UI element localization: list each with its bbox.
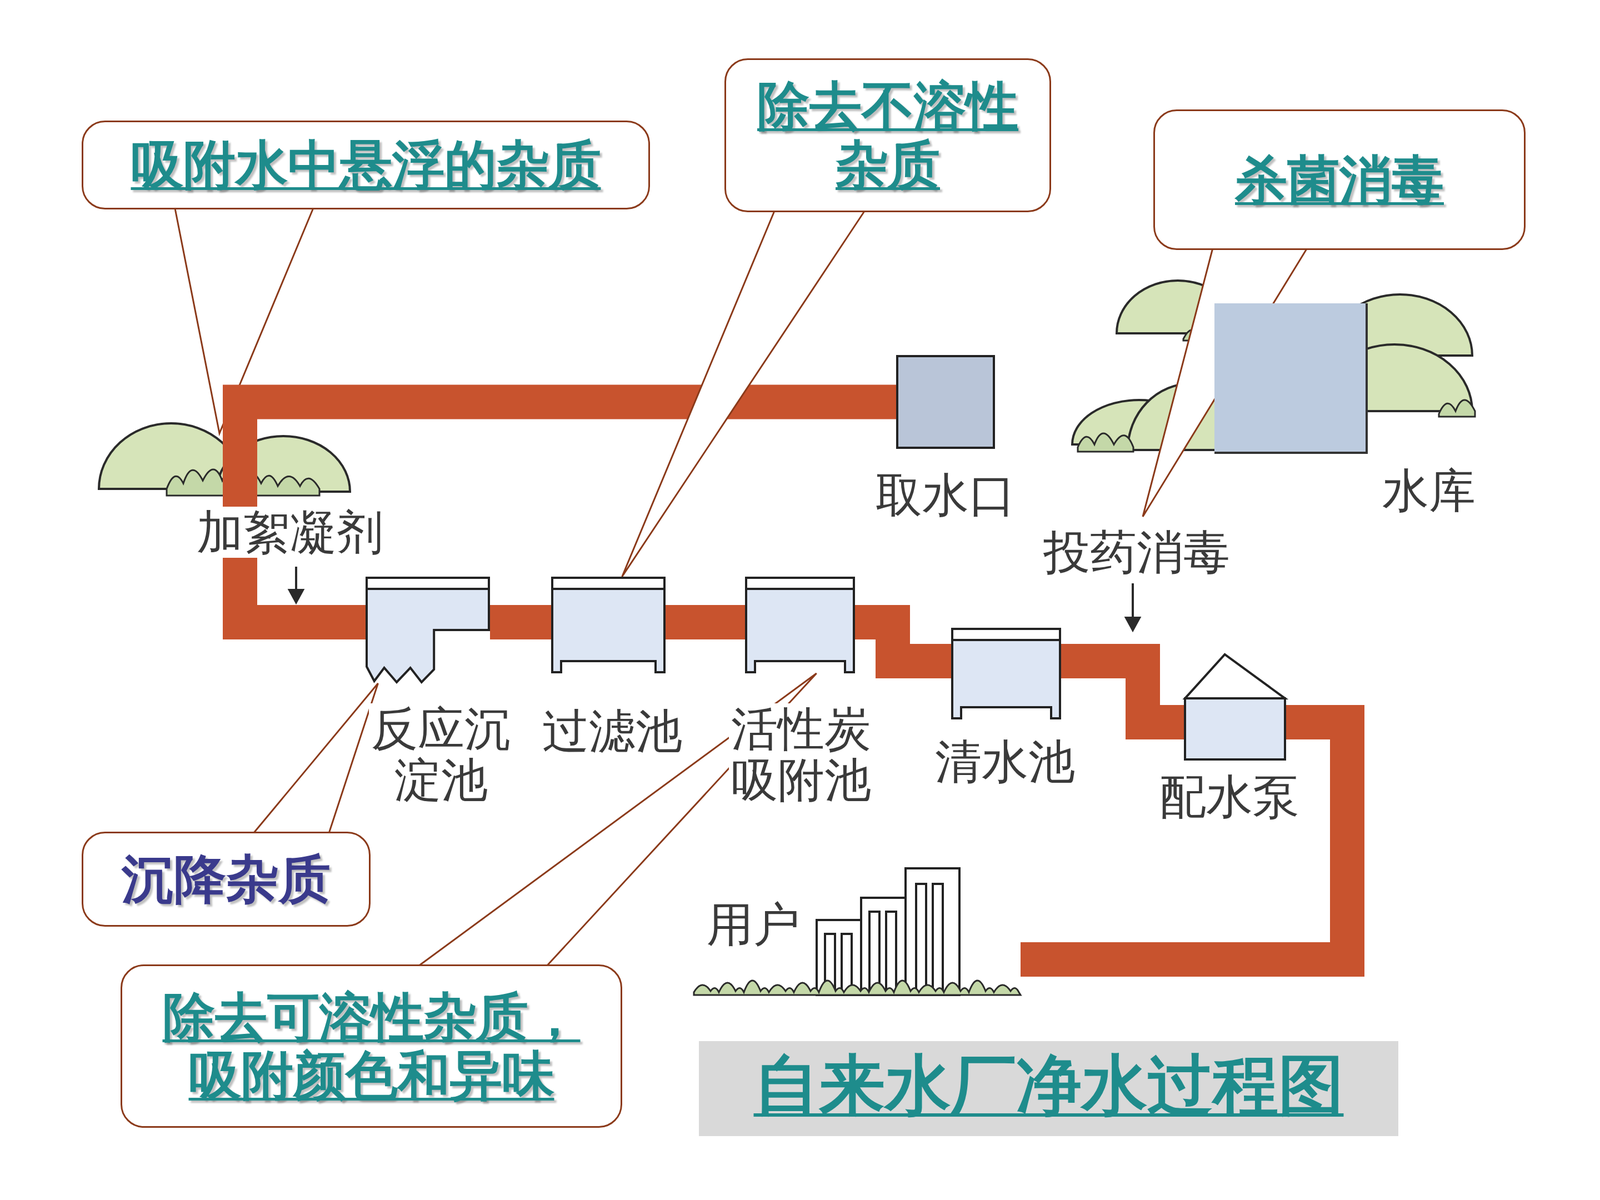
settle-node: 反应沉淀池 <box>365 576 490 684</box>
callout-box: 吸附水中悬浮的杂质 <box>81 120 650 210</box>
square-node: 取水口 <box>896 355 995 449</box>
house-node: 配水泵 <box>1183 653 1287 761</box>
dosing-label: 加絮凝剂 <box>194 506 386 558</box>
callout-text: 沉降杂质 <box>121 850 331 909</box>
arrow-head <box>1126 617 1140 630</box>
arrow-head <box>289 590 303 603</box>
station-label: 取水口 <box>873 469 1018 521</box>
station-label: 反应沉淀池 <box>368 703 514 807</box>
callout-box: 除去可溶性杂质，吸附颜色和异味 <box>120 964 623 1128</box>
station-label: 用户 <box>704 898 803 950</box>
square-shape <box>896 355 995 449</box>
settle-shape <box>365 576 490 684</box>
tank-shape <box>745 576 855 674</box>
callout-text: 杀菌消毒 <box>1235 150 1444 209</box>
station-label: 水库 <box>1380 465 1478 517</box>
reservoir-node: 水库 <box>1214 303 1368 454</box>
station-label: 清水池 <box>932 736 1078 788</box>
callout-box: 杀菌消毒 <box>1153 109 1526 250</box>
water-pipe <box>490 605 552 640</box>
tank-node: 过滤池 <box>551 576 666 674</box>
dosing-label: 投药消毒 <box>1041 526 1233 578</box>
arrow-line <box>1131 583 1134 623</box>
tank-shape <box>551 576 666 674</box>
callout-box: 除去不溶性杂质 <box>724 58 1052 213</box>
shrub <box>1077 433 1134 452</box>
house-shape <box>1183 653 1287 761</box>
station-label: 活性炭吸附池 <box>728 703 874 807</box>
user-node: 用户 <box>693 867 1021 995</box>
station-label: 配水泵 <box>1157 771 1302 823</box>
callout-tail <box>622 205 869 577</box>
callout-text: 除去不溶性杂质 <box>757 76 1019 194</box>
callout-tail <box>249 683 379 839</box>
callout-box: 沉降杂质 <box>81 831 371 927</box>
water-pipe <box>665 605 745 640</box>
station-label: 过滤池 <box>540 705 685 757</box>
tank-node: 清水池 <box>951 627 1062 720</box>
tank-shape <box>951 627 1062 720</box>
shrub <box>1438 400 1475 417</box>
callout-text: 吸附水中悬浮的杂质 <box>131 135 602 194</box>
tank-node: 活性炭吸附池 <box>745 576 855 674</box>
reservoir-shape <box>1214 303 1368 454</box>
water-pipe <box>1061 661 1184 723</box>
diagram-title: 自来水厂净水过程图 <box>753 1049 1344 1122</box>
water-pipe <box>855 622 952 662</box>
callout-text: 除去可溶性杂质，吸附颜色和异味 <box>153 987 590 1105</box>
